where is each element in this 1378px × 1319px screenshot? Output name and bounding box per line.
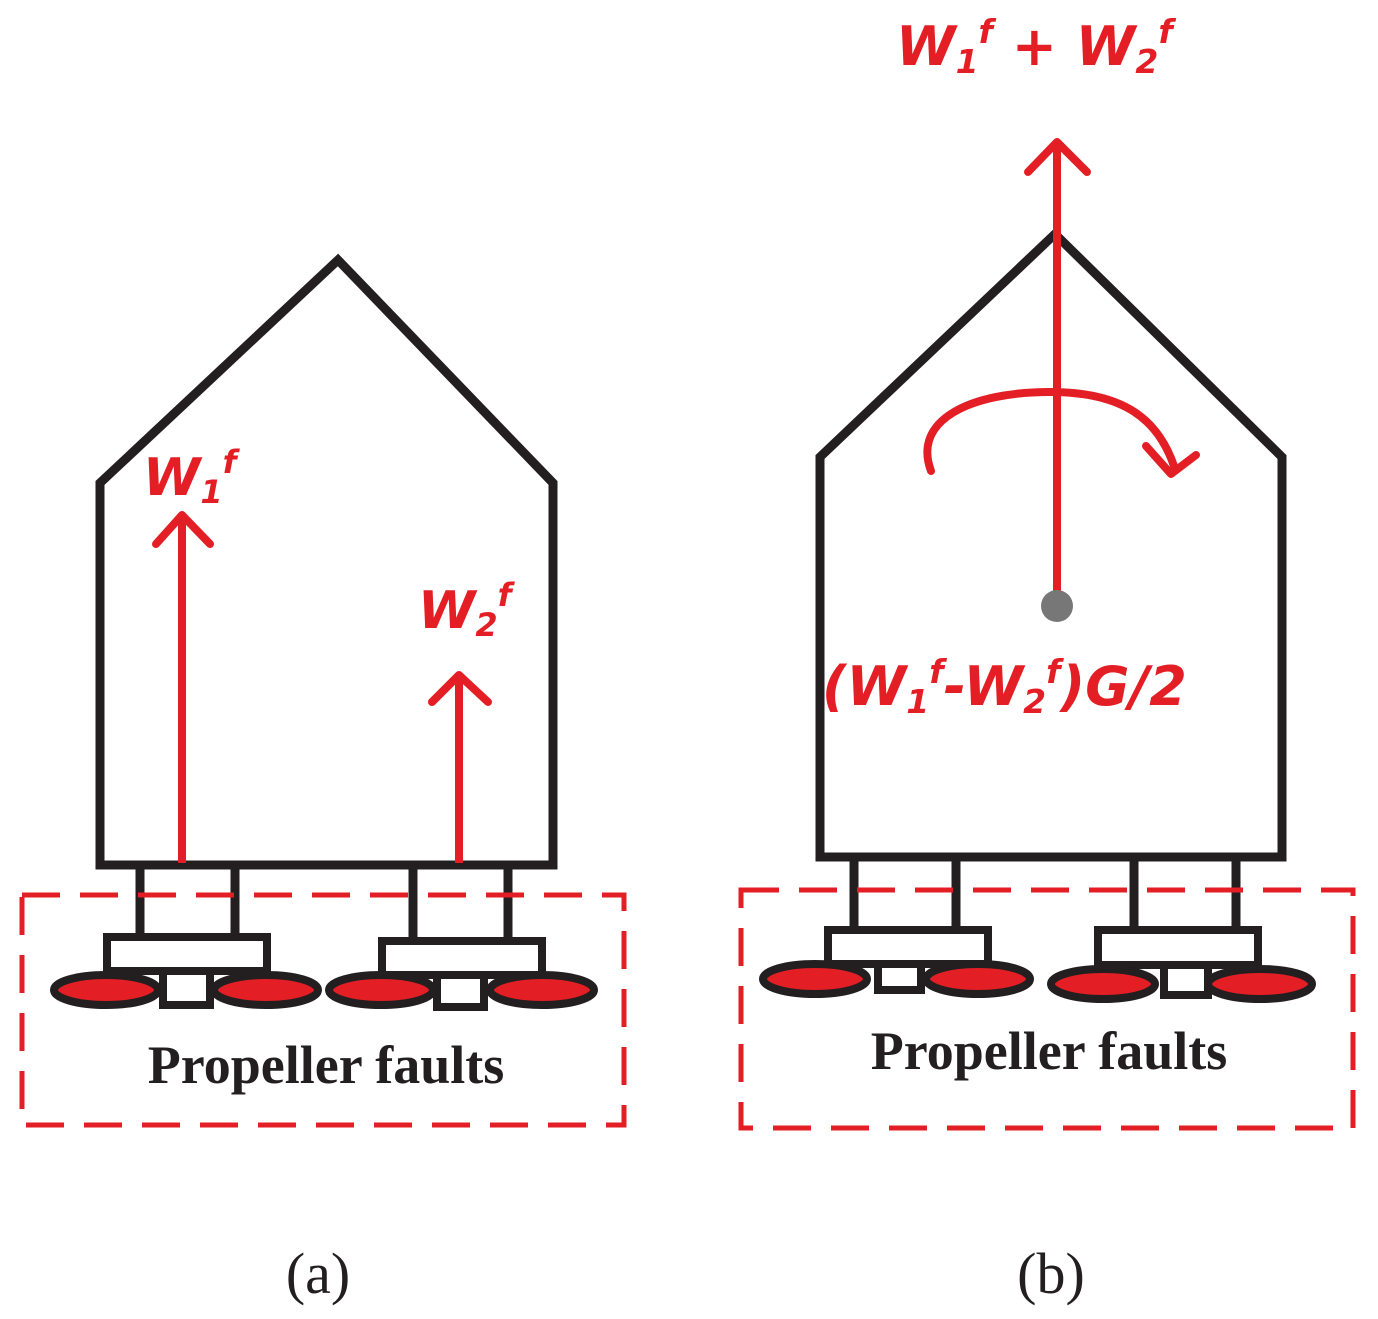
panel-b-caption: (b) [1017, 1241, 1085, 1306]
panel-a-fault-box [19, 892, 627, 1128]
panel-a-fault-label: Propeller faults [148, 1035, 504, 1095]
panel-a-force-w2-arrow [428, 671, 492, 863]
propeller-blade [210, 971, 322, 1009]
panel-a-force-w1-label: W1f [143, 443, 241, 511]
panel-b: Propeller faults W1f + W2f (W1f-W2f)G/2 … [738, 12, 1356, 1306]
panel-a-thruster-right [325, 865, 598, 1011]
panel-a-thruster-left [50, 865, 322, 1009]
panel-b-center-point [1041, 590, 1073, 622]
panel-a-force-w2-label: W2f [418, 576, 516, 644]
panel-b-thruster-left [759, 857, 1034, 998]
propeller-blade [325, 971, 437, 1009]
panel-b-resultant-label: W1f + W2f [896, 12, 1176, 81]
panel-b-moment-arrow [923, 387, 1200, 478]
panel-a-force-w1-arrow [152, 511, 214, 863]
propeller-blade [50, 971, 162, 1009]
panel-b-fault-label: Propeller faults [871, 1021, 1227, 1081]
panel-a-hull [95, 253, 558, 870]
panel-b-hull [815, 227, 1287, 862]
propeller-blade [1047, 965, 1159, 1003]
panel-b-fault-box [738, 887, 1356, 1131]
panel-a-caption: (a) [286, 1241, 350, 1306]
panel-b-thruster-right [1047, 857, 1316, 1003]
propeller-blade [922, 960, 1034, 998]
propeller-blade [1204, 965, 1316, 1003]
panel-b-resultant-arrow [1024, 138, 1091, 598]
panel-b-moment-label: (W1f-W2f)G/2 [822, 652, 1187, 721]
propeller-blade [759, 960, 871, 998]
propeller-blade [486, 971, 598, 1009]
panel-a: Propeller faults W1f W2f (a) [19, 253, 627, 1306]
